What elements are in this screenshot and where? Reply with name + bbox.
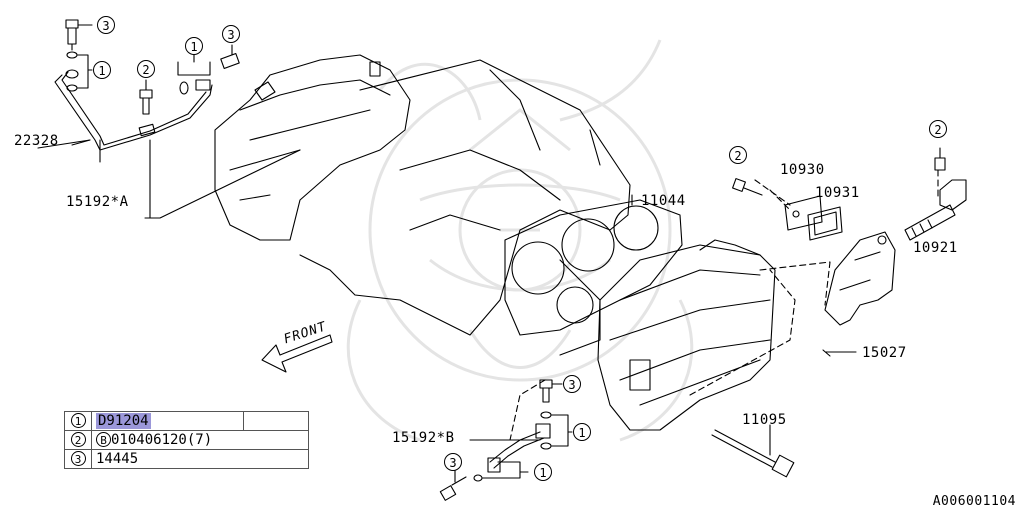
part-label-22328[interactable]: 22328 xyxy=(14,133,59,149)
banjo-bolt-bottom-lower xyxy=(439,461,529,501)
legend-row-3[interactable]: 3 14445 xyxy=(64,449,309,469)
callout-bolt-ocv[interactable]: 2 xyxy=(929,120,947,138)
callout-bolt-top[interactable]: 3 xyxy=(222,25,240,43)
plate-10930 xyxy=(784,195,823,231)
cylinder-head xyxy=(597,239,776,431)
part-label-15192a[interactable]: 15192*A xyxy=(66,194,129,210)
legend-number: 3 xyxy=(70,451,86,466)
banjo-bolt-top-left xyxy=(65,19,93,92)
head-gasket xyxy=(504,194,683,356)
legend-row-1[interactable]: 1 D91204 xyxy=(64,411,309,431)
part-label-10921[interactable]: 10921 xyxy=(913,240,958,256)
gasket-10931 xyxy=(807,206,843,241)
union-fitting-top xyxy=(177,44,240,95)
callout-bolt-10930[interactable]: 2 xyxy=(729,146,747,164)
callout-bolt-top-left[interactable]: 3 xyxy=(97,16,115,34)
bolt-10930 xyxy=(732,178,763,196)
banjo-bolt-bottom-upper xyxy=(539,379,573,450)
head-bolt-11095 xyxy=(711,424,795,478)
bolt-intake-top xyxy=(139,79,153,115)
part-label-11095[interactable]: 11095 xyxy=(742,412,787,428)
callout-gasket-bottom-upper[interactable]: 1 xyxy=(573,423,591,441)
legend-code-highlighted[interactable]: D91204 xyxy=(96,413,151,429)
callout-gasket-top-left[interactable]: 1 xyxy=(93,61,111,79)
intake-manifold xyxy=(214,54,411,241)
diagram-reference-code: A006001104 xyxy=(932,494,1016,509)
callout-union-top[interactable]: 1 xyxy=(185,37,203,55)
part-label-15027[interactable]: 15027 xyxy=(862,345,907,361)
legend-number: 1 xyxy=(70,413,86,428)
dashed-reference-lines xyxy=(509,169,939,441)
part-label-10930[interactable]: 10930 xyxy=(780,162,825,178)
callout-bolt-bottom-lower[interactable]: 3 xyxy=(444,453,462,471)
oil-control-valve xyxy=(904,147,967,241)
legend-prefix-badge: B xyxy=(96,432,111,447)
legend-code[interactable]: 010406120(7) xyxy=(111,432,213,448)
part-label-10931[interactable]: 10931 xyxy=(815,185,860,201)
front-arrow-icon xyxy=(261,334,333,373)
legend-number: 2 xyxy=(70,432,86,447)
cam-holder-bracket xyxy=(824,231,896,326)
callout-bolt-intake[interactable]: 2 xyxy=(137,60,155,78)
callout-gasket-bottom-lower[interactable]: 1 xyxy=(534,463,552,481)
oil-pipe-b xyxy=(469,423,551,473)
legend-code[interactable]: 14445 xyxy=(96,451,139,467)
part-label-11044[interactable]: 11044 xyxy=(641,193,686,209)
callout-bolt-bottom-upper[interactable]: 3 xyxy=(563,375,581,393)
part-label-15192b[interactable]: 15192*B xyxy=(392,430,455,446)
plug-15027 xyxy=(822,349,857,357)
oil-pipe-a xyxy=(54,71,213,151)
engine-block xyxy=(299,59,631,336)
